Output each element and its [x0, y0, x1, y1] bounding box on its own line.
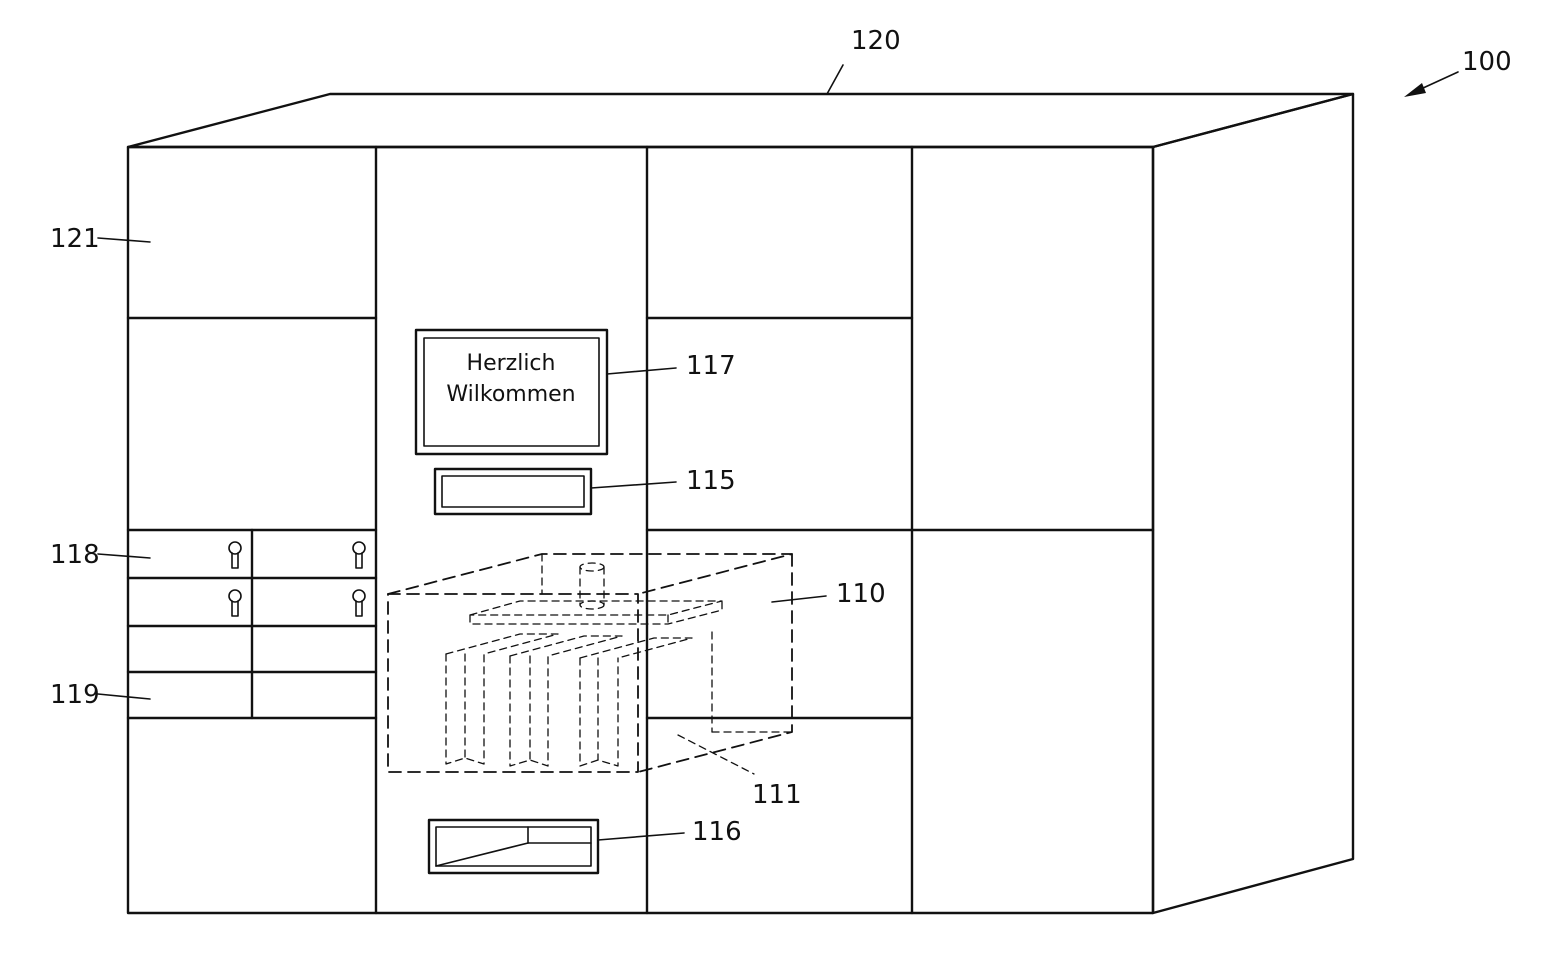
- screen-text-line2: Wilkommen: [446, 382, 575, 407]
- item-stack-2: [510, 636, 622, 766]
- ref-118: 118: [50, 540, 100, 570]
- card-reader-slot: [435, 469, 591, 514]
- cabinet-top: [128, 94, 1353, 147]
- ref-116: 116: [692, 817, 742, 847]
- stored-items: [446, 634, 692, 766]
- ref-120: 120: [851, 26, 901, 56]
- leader-116: [598, 833, 684, 840]
- reference-numerals: 120 100 121 117 115 118 110 119 111 116: [50, 26, 1512, 847]
- screen-text-line1: Herzlich: [467, 351, 556, 376]
- leader-121: [98, 238, 150, 242]
- ref-115: 115: [686, 466, 736, 496]
- internal-storage-unit: [388, 554, 792, 772]
- leader-117: [607, 368, 676, 374]
- ref-117: 117: [686, 351, 736, 381]
- ref-121: 121: [50, 224, 100, 254]
- keyhole-icon: [353, 542, 365, 568]
- leader-110: [772, 596, 826, 602]
- leader-115: [591, 482, 676, 488]
- keyhole-icon: [229, 590, 241, 616]
- ref-110: 110: [836, 579, 886, 609]
- locker-compartments: [128, 318, 1153, 718]
- display-screen: Herzlich Wilkommen: [416, 330, 607, 454]
- cabinet-side: [1153, 94, 1353, 913]
- ref-100: 100: [1462, 47, 1512, 77]
- item-stack-3: [580, 638, 692, 766]
- item-stack-1: [446, 634, 558, 764]
- ref-119: 119: [50, 680, 100, 710]
- leader-111: [678, 735, 754, 774]
- leader-118: [98, 554, 150, 558]
- cabinet-body: [128, 94, 1353, 913]
- keyhole-icon: [229, 542, 241, 568]
- ref-111: 111: [752, 780, 802, 810]
- leader-120: [827, 65, 843, 94]
- leader-119: [98, 694, 150, 699]
- arrow-100-head: [1404, 83, 1426, 97]
- keyhole-icon: [353, 590, 365, 616]
- leader-lines: [98, 65, 1458, 840]
- output-tray: [429, 820, 598, 873]
